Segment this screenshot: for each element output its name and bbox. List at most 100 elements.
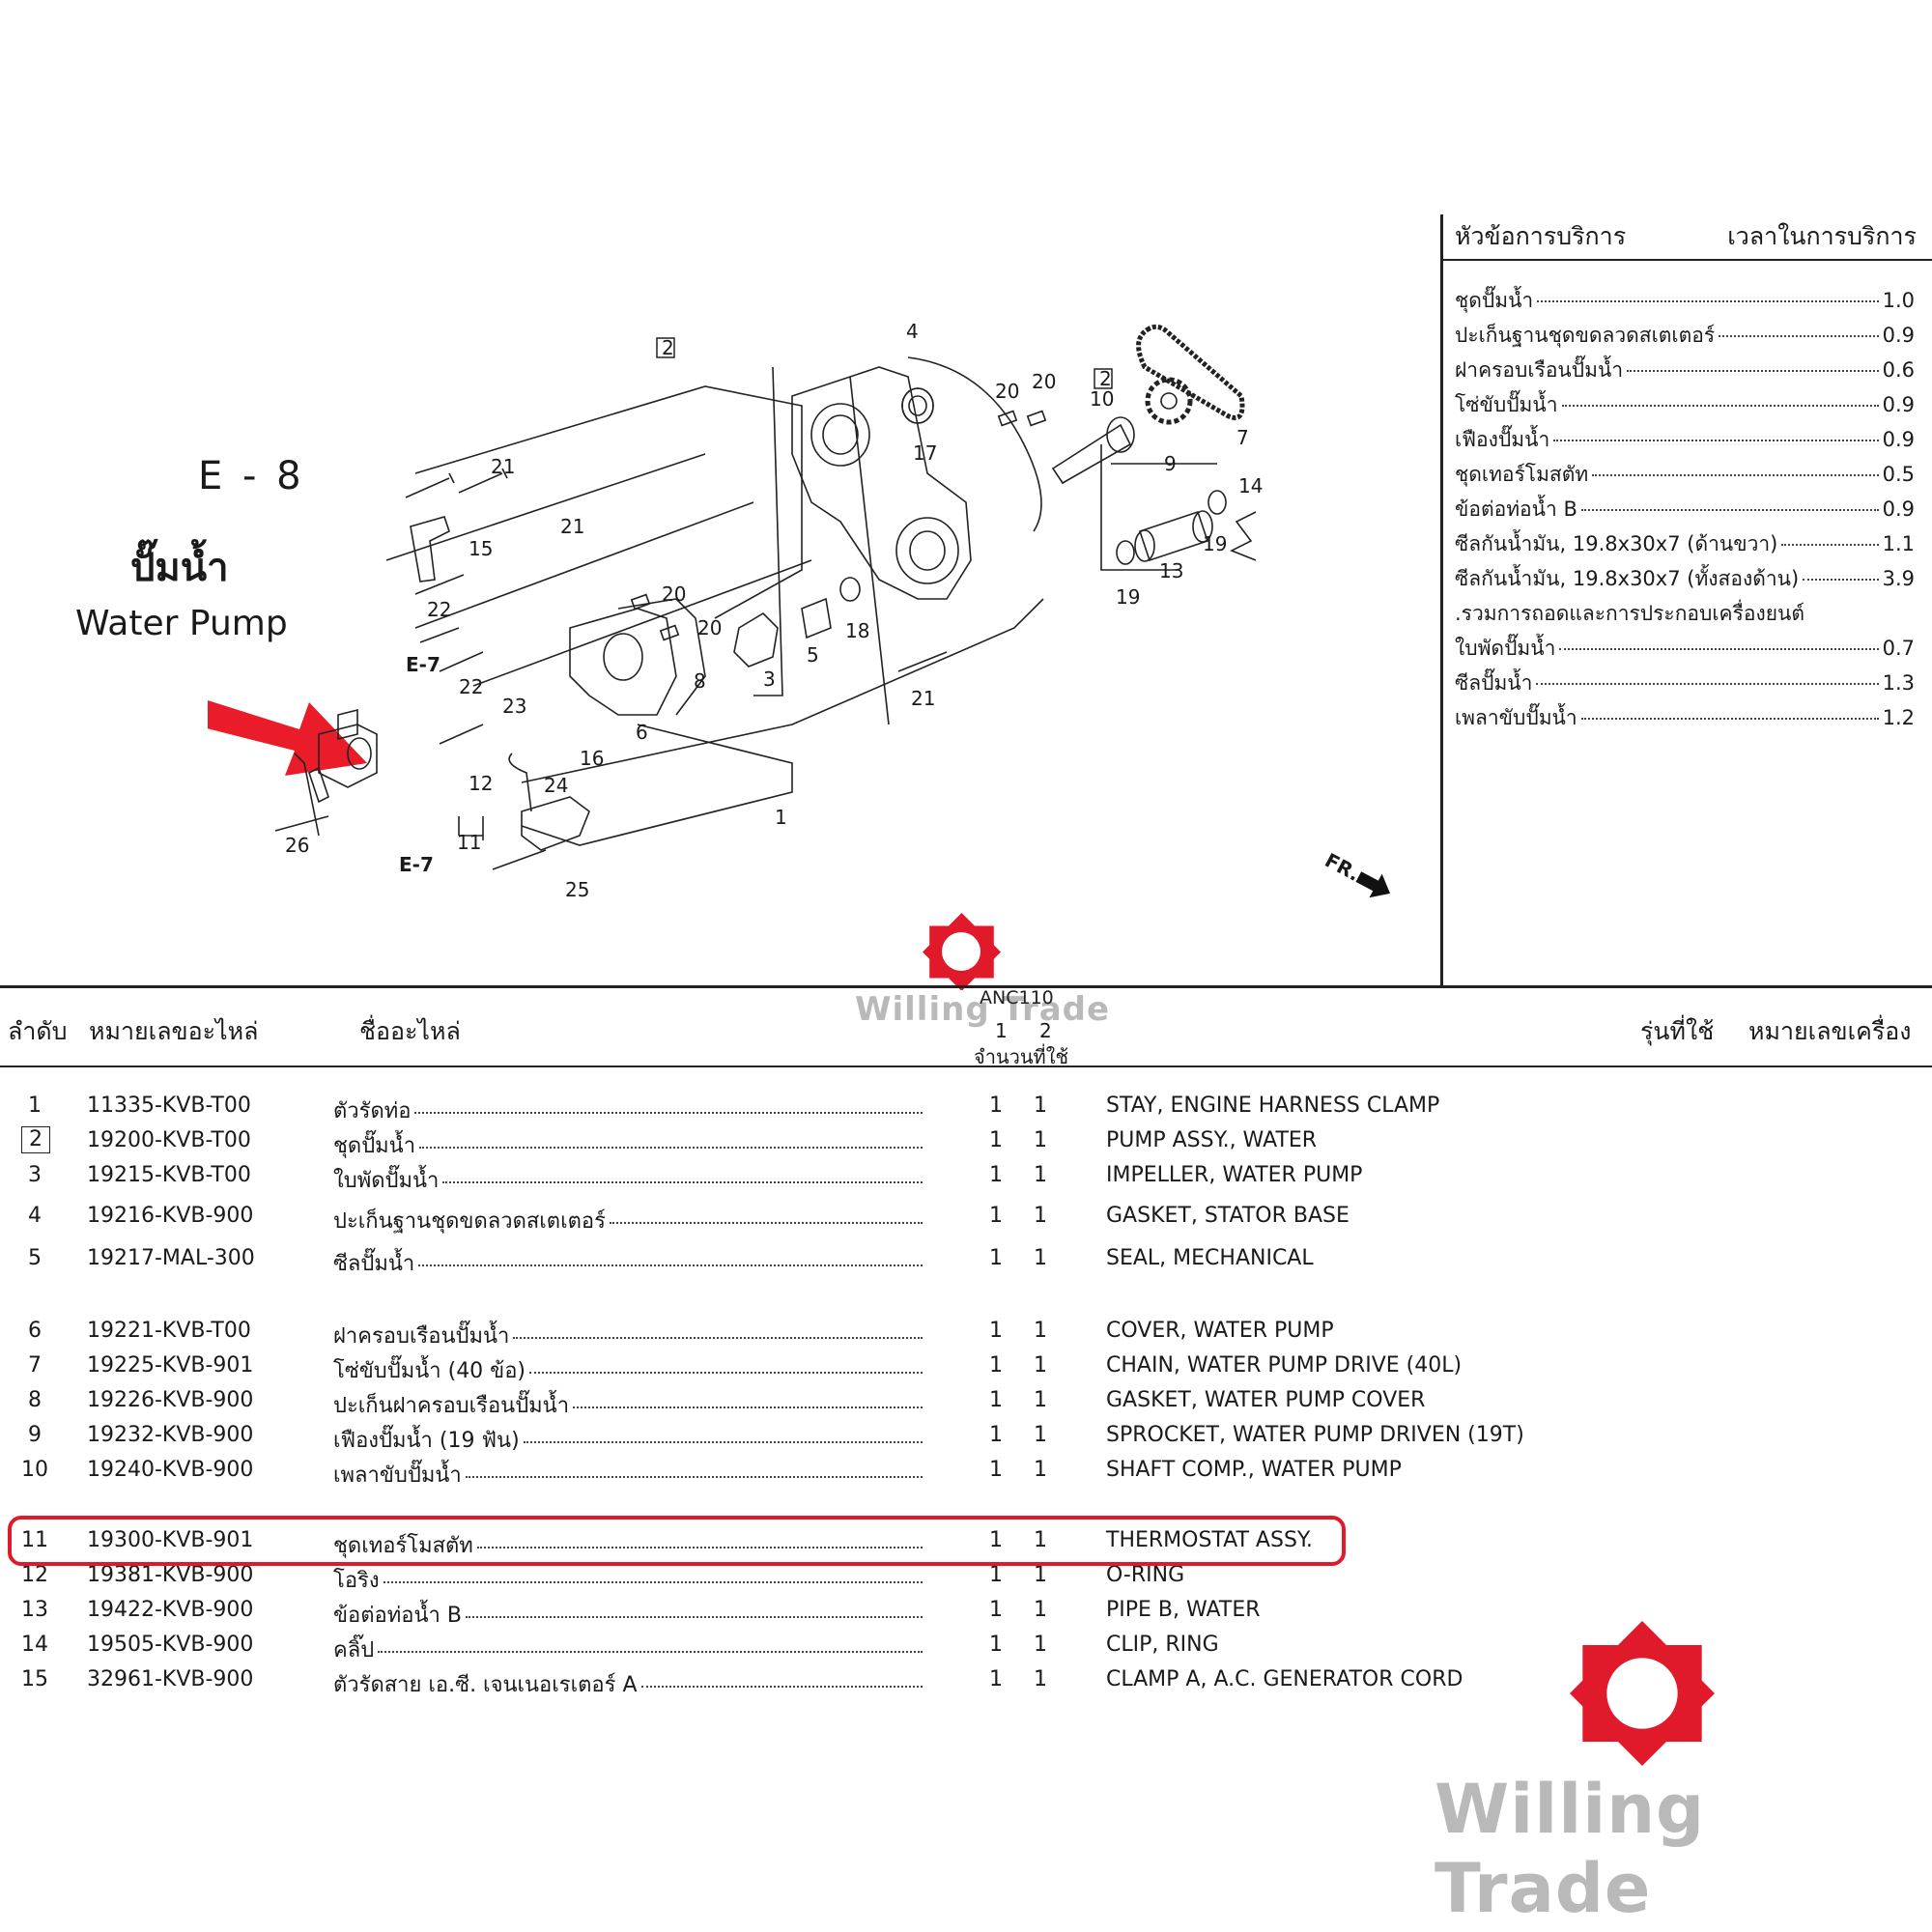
service-item-time: 1.0 — [1882, 289, 1915, 312]
dot-leader — [465, 1616, 923, 1618]
part-name-thai: ตัวรัดสาย เอ.ซี. เจนเนอเรเตอร์ A — [333, 1673, 638, 1697]
service-item-name: ปะเก็นฐานชุดขดลวดสเตเตอร์ — [1455, 324, 1716, 347]
column-header-qty-label: จำนวนที่ใช้ — [974, 1045, 1069, 1068]
table-header-rule — [0, 1065, 1932, 1067]
part-name-english: COVER, WATER PUMP — [1106, 1319, 1334, 1343]
row-number: 2 — [21, 1126, 50, 1153]
part-number: 19225-KVB-901 — [87, 1353, 254, 1378]
table-row: 6 19221-KVB-T00 ฝาครอบเรือนปั๊มน้ำ 1 1 COVER,… — [0, 1319, 1932, 1350]
dot-leader — [465, 1476, 923, 1478]
part-name-thai-cell: ตัวรัดท่อ — [333, 1094, 923, 1127]
part-name-english: GASKET, WATER PUMP COVER — [1106, 1388, 1426, 1412]
service-panel-header: หัวข้อการบริการ เวลาในการบริการ — [1455, 217, 1917, 256]
callout-22b: 22 — [459, 675, 483, 698]
qty-2: 1 — [1034, 1128, 1047, 1152]
part-name-thai-cell: ปะเก็นฝาครอบเรือนปั๊มน้ำ — [333, 1388, 923, 1422]
callout-5: 5 — [807, 643, 819, 667]
part-name-thai: คลิ๊ป — [333, 1638, 375, 1662]
part-number: 19505-KVB-900 — [87, 1633, 254, 1657]
part-name-thai-cell: ชุดปั๊มน้ำ — [333, 1128, 923, 1162]
row-number: 8 — [28, 1388, 42, 1412]
callout-24: 24 — [544, 774, 568, 797]
service-item-time: 1.2 — [1882, 706, 1915, 729]
row-number: 9 — [28, 1423, 42, 1447]
dot-leader — [1580, 718, 1879, 720]
section-title-thai: ปั๊มน้ำ — [130, 546, 229, 590]
part-name-thai: โซ่ขับปั๊มน้ำ (40 ข้อ) — [333, 1359, 526, 1383]
row-number: 4 — [28, 1204, 42, 1228]
part-name-thai-cell: ฝาครอบเรือนปั๊มน้ำ — [333, 1319, 923, 1352]
qty-1: 1 — [989, 1563, 1003, 1587]
qty-2: 1 — [1034, 1667, 1047, 1691]
row-number: 14 — [21, 1633, 48, 1657]
service-item-name: โซ่ขับปั๊มน้ำ — [1455, 393, 1558, 416]
qty-1: 1 — [989, 1319, 1003, 1343]
part-name-english: SHAFT COMP., WATER PUMP — [1106, 1458, 1402, 1482]
qty-2: 1 — [1034, 1563, 1047, 1587]
callout-7: 7 — [1236, 426, 1249, 449]
service-item-time: 3.9 — [1882, 567, 1915, 590]
service-item: .รวมการถอดและการประกอบเครื่องยนต์ — [1455, 598, 1915, 633]
dot-leader — [513, 1337, 923, 1339]
callout-17: 17 — [913, 441, 937, 465]
callout-14: 14 — [1238, 474, 1263, 497]
part-name-english: SPROCKET, WATER PUMP DRIVEN (19T) — [1106, 1423, 1524, 1447]
part-name-thai-cell: ข้อต่อท่อน้ำ B — [333, 1598, 923, 1632]
part-name-thai: ซีลปั๊มน้ำ — [333, 1252, 415, 1276]
part-name-english: STAY, ENGINE HARNESS CLAMP — [1106, 1094, 1440, 1118]
table-row: 8 19226-KVB-900 ปะเก็นฝาครอบเรือนปั๊มน้ำ 1 1… — [0, 1388, 1932, 1419]
qty-1: 1 — [989, 1128, 1003, 1152]
part-name-thai-cell: ชุดเทอร์โมสตัท — [333, 1528, 923, 1562]
part-number: 32961-KVB-900 — [87, 1667, 254, 1691]
part-name-english: CLAMP A, A.C. GENERATOR CORD — [1106, 1667, 1463, 1691]
row-number: 6 — [28, 1319, 42, 1343]
ref-e7-top: E-7 — [406, 653, 440, 676]
dot-leader — [1559, 648, 1879, 650]
dot-leader — [1537, 300, 1879, 302]
column-header-qty-1: 1 — [995, 1019, 1008, 1042]
part-number: 19215-KVB-T00 — [87, 1163, 251, 1187]
part-number: 19226-KVB-900 — [87, 1388, 254, 1412]
part-name-thai: ฝาครอบเรือนปั๊มน้ำ — [333, 1324, 510, 1349]
service-item-time: 1.1 — [1882, 532, 1915, 555]
callout-13: 13 — [1159, 559, 1183, 582]
column-header-no: ลำดับ — [8, 1017, 68, 1045]
callout-6: 6 — [636, 721, 648, 744]
qty-2: 1 — [1034, 1388, 1047, 1412]
row-number: 1 — [28, 1094, 42, 1118]
column-header-model: รุ่นที่ใช้ — [1640, 1017, 1715, 1045]
part-name-english: CLIP, RING — [1106, 1633, 1219, 1657]
callout-3: 3 — [763, 668, 776, 691]
row-number: 5 — [28, 1246, 42, 1270]
callout-11: 11 — [457, 831, 481, 854]
qty-2: 1 — [1034, 1246, 1047, 1270]
column-header-qty-2: 2 — [1039, 1019, 1052, 1042]
part-name-thai: โอริง — [333, 1569, 380, 1593]
column-header-part-no: หมายเลขอะไหล่ — [89, 1017, 259, 1045]
dot-leader — [1553, 440, 1879, 441]
qty-2: 1 — [1034, 1598, 1047, 1622]
qty-2: 1 — [1034, 1163, 1047, 1187]
qty-2: 1 — [1034, 1094, 1047, 1118]
qty-1: 1 — [989, 1388, 1003, 1412]
qty-1: 1 — [989, 1528, 1003, 1552]
row-number: 3 — [28, 1163, 42, 1187]
dot-leader — [1627, 370, 1879, 372]
qty-2: 1 — [1034, 1319, 1047, 1343]
part-number: 19217-MAL-300 — [87, 1246, 255, 1270]
part-name-thai: เฟืองปั๊มน้ำ (19 ฟัน) — [333, 1429, 520, 1453]
dot-leader — [1580, 509, 1879, 511]
part-number: 19221-KVB-T00 — [87, 1319, 251, 1343]
column-header-engine-no: หมายเลขเครื่อง — [1748, 1017, 1912, 1045]
part-name-english: CHAIN, WATER PUMP DRIVE (40L) — [1106, 1353, 1463, 1378]
callout-8: 8 — [694, 669, 706, 693]
